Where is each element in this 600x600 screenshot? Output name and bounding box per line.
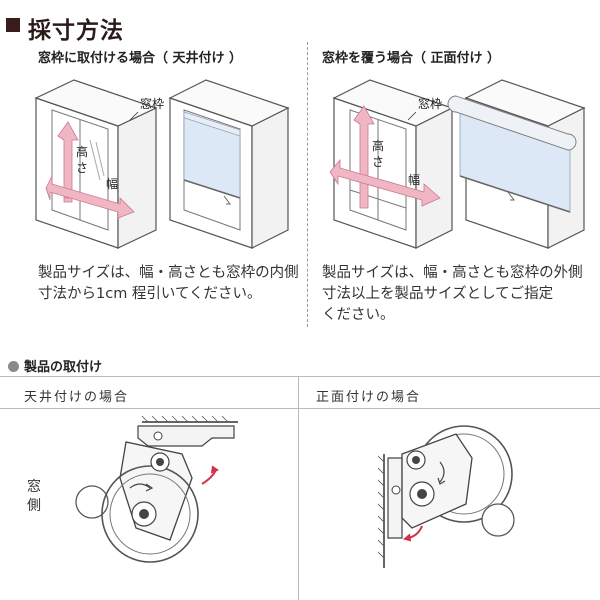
table-top-line — [0, 376, 600, 377]
inside-mount-description: 製品サイズは、幅・高さとも窓枠の内側 寸法から1cm 程引いてください。 — [38, 265, 299, 302]
page-title: 採寸方法 — [28, 18, 124, 44]
outside-mount-description: 製品サイズは、幅・高さとも窓枠の外側 寸法以上を製品サイズとしてご指定 ください… — [322, 265, 583, 323]
frame-label: 窓枠 — [140, 96, 164, 111]
table-header-line — [0, 408, 600, 409]
front-mount-label: 正面付けの場合 — [316, 390, 422, 405]
outside-mount-subtitle: 窓枠を覆う場合（ 正面付け ） — [322, 51, 501, 66]
width-label: 幅 — [106, 176, 118, 191]
svg-text:高: 高 — [372, 138, 384, 153]
svg-text:さ: さ — [372, 155, 384, 169]
ceiling-mount-label: 天井付けの場合 — [24, 390, 130, 405]
svg-text:幅: 幅 — [408, 172, 420, 187]
inside-mount-illustration: 窓枠 高 さ 幅 — [34, 79, 290, 249]
bullet-icon — [8, 361, 19, 372]
installation-heading: 製品の取付け — [24, 360, 103, 375]
ceiling-bracket-illustration — [75, 415, 238, 563]
title-square-icon — [6, 18, 20, 32]
front-bracket-illustration — [377, 425, 515, 568]
svg-text:窓枠: 窓枠 — [418, 96, 442, 111]
height-label-2: さ — [76, 161, 88, 175]
inside-mount-subtitle: 窓枠に取付ける場合（ 天井付け ） — [38, 51, 243, 66]
table-column-divider — [298, 376, 299, 600]
height-label-1: 高 — [76, 144, 88, 159]
section-divider — [307, 42, 308, 327]
outside-mount-illustration: 窓枠 高 さ 幅 — [329, 79, 586, 249]
window-side-label: 窓側 — [27, 479, 41, 514]
